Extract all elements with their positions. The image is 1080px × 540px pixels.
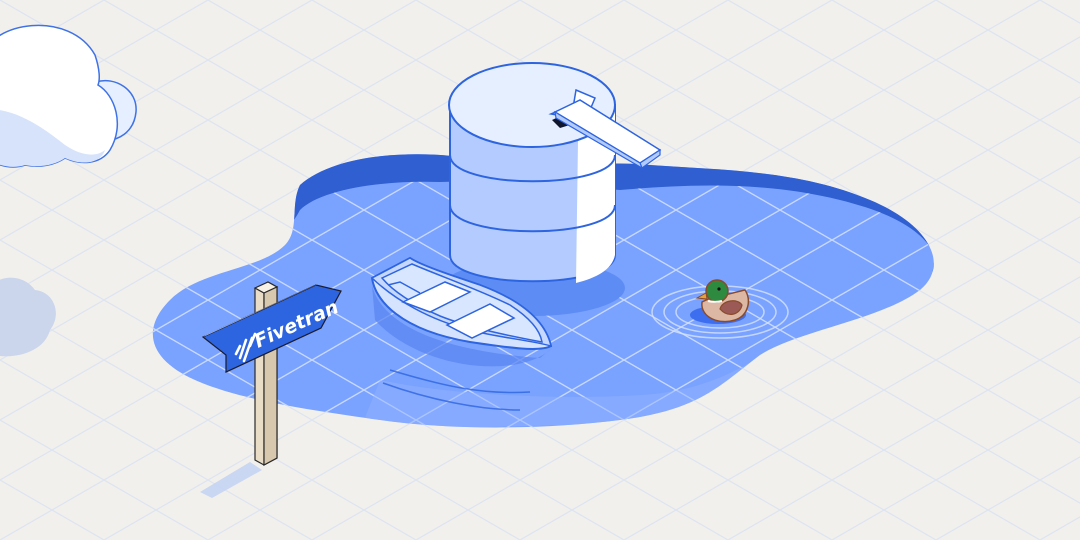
diving-board-icon bbox=[548, 88, 662, 170]
cloud-shadow-icon bbox=[0, 277, 56, 357]
cloud-icon bbox=[0, 24, 137, 168]
duck-icon bbox=[651, 279, 789, 339]
database-cylinder-icon bbox=[441, 62, 625, 316]
fivetran-logo-icon bbox=[234, 332, 257, 363]
rowboat-icon bbox=[370, 256, 553, 411]
